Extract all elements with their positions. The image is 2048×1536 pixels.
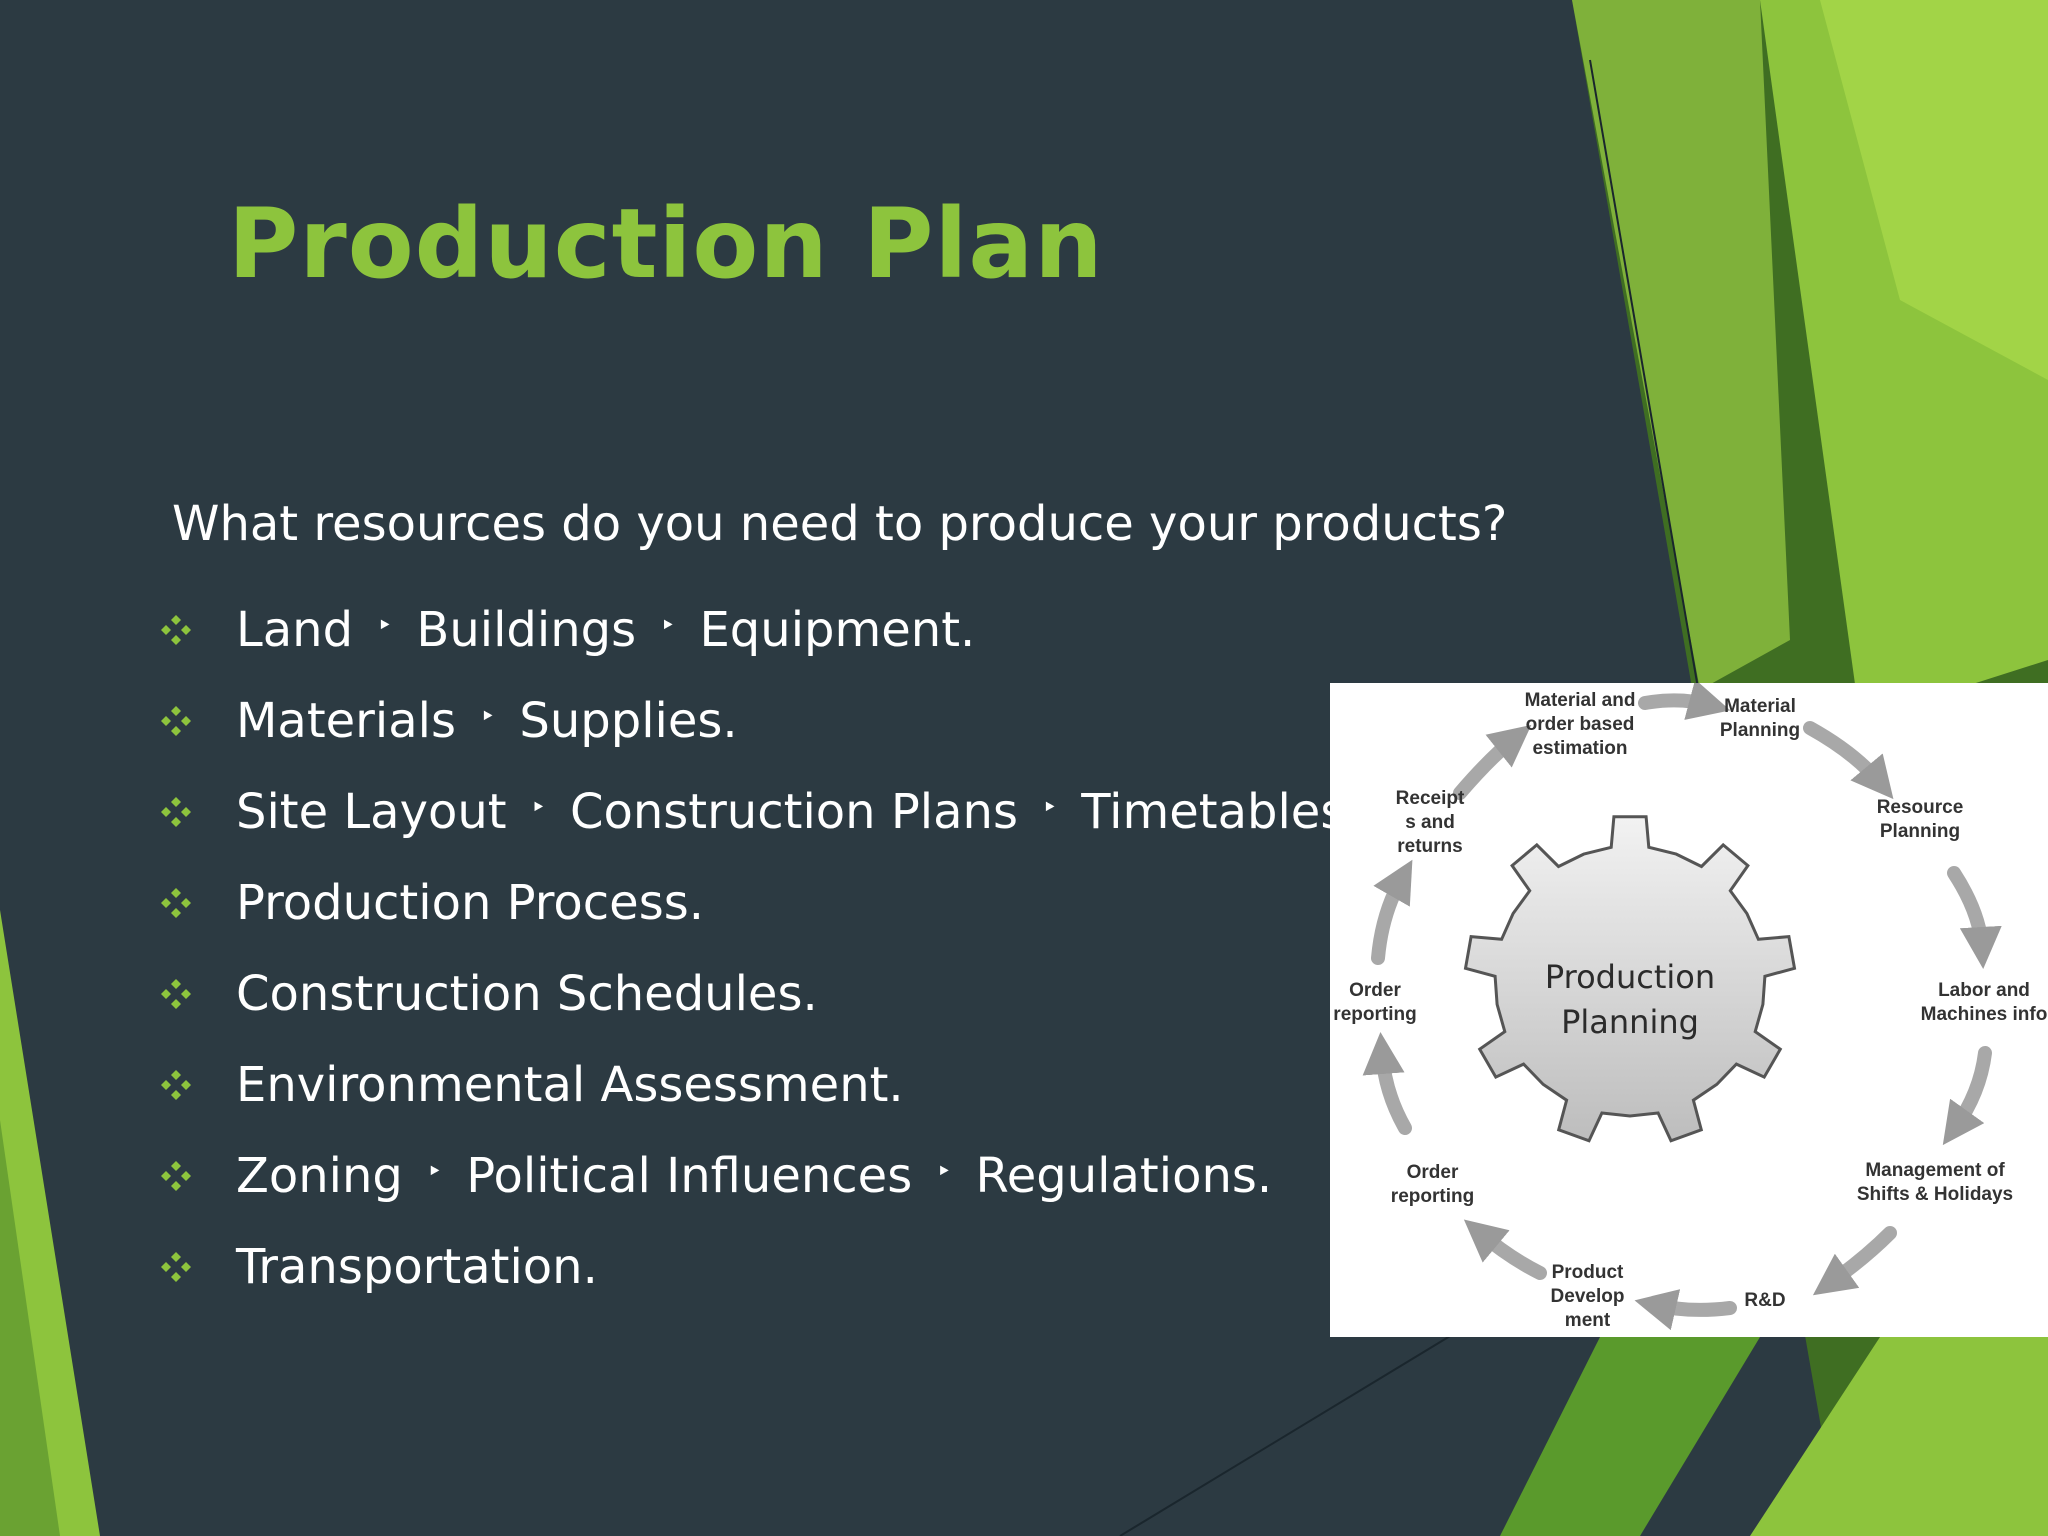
bullet-separator: ‣ xyxy=(480,701,496,732)
bullet-text: Political Influences xyxy=(466,1147,913,1204)
gear-icon xyxy=(1463,815,1797,1143)
production-planning-diagram: Production Planning Material and order b… xyxy=(1330,683,2048,1337)
arrow-icon xyxy=(1463,1219,1547,1280)
four-diamond-bullet-icon xyxy=(161,796,191,827)
right-top-light-wedge xyxy=(1572,0,1790,690)
bullet-item: Environmental Assessment. xyxy=(160,1039,1361,1130)
bullet-item: Production Process. xyxy=(160,857,1361,948)
right-highlight-shape xyxy=(1820,0,2048,380)
thin-dark-line-bottom xyxy=(1119,1329,1461,1536)
bullet-text: Supplies. xyxy=(519,692,738,749)
four-diamond-bullet-icon xyxy=(161,705,191,736)
bullet-text: Construction Schedules. xyxy=(236,965,818,1022)
bullet-text: Regulations. xyxy=(975,1147,1273,1204)
step-receipts-returns: Receipt s and returns xyxy=(1395,788,1465,857)
bullet-text: Zoning xyxy=(236,1147,403,1204)
four-diamond-bullet-icon xyxy=(161,1251,191,1282)
step-order-reporting-lower: Order reporting xyxy=(1390,1162,1475,1207)
arrow-icon xyxy=(1803,721,1894,800)
bullet-list: Land ‣ Buildings ‣ Equipment. Materials ‣ Suppl… xyxy=(160,584,1361,1312)
question-text: What resources do you need to produce yo… xyxy=(172,496,1508,552)
bullet-text: Land xyxy=(236,601,354,658)
bullet-separator: ‣ xyxy=(426,1156,443,1187)
bullet-text: Timetables. xyxy=(1081,783,1361,840)
arrow-icon xyxy=(1362,1032,1412,1135)
arrow-icon xyxy=(1942,1046,1992,1146)
right-bottom-green-shape xyxy=(1750,1337,2048,1536)
bullet-text: Transportation. xyxy=(236,1238,598,1295)
step-material-planning: Material Planning xyxy=(1719,696,1801,741)
arrow-icon xyxy=(1634,1289,1737,1331)
arrow-icon xyxy=(1638,683,1731,720)
bullet-separator: ‣ xyxy=(530,792,546,823)
bullet-text: Buildings xyxy=(416,601,637,658)
four-diamond-bullet-icon xyxy=(161,614,191,645)
bullet-text: Construction Plans xyxy=(569,783,1018,840)
four-diamond-bullet-icon xyxy=(161,978,191,1009)
step-material-estimation: Material and order based estimation xyxy=(1524,690,1636,759)
step-shift-management: Management of Shifts & Holidays xyxy=(1856,1160,2014,1205)
bullet-text: Environmental Assessment. xyxy=(236,1056,904,1113)
arrow-icon xyxy=(1812,1226,1897,1296)
bullet-item: Site Layout ‣ Construction Plans ‣ Timetable… xyxy=(160,766,1361,857)
bullet-text: Site Layout xyxy=(236,783,507,840)
cycle-graphic xyxy=(1362,683,2002,1331)
bullet-separator: ‣ xyxy=(377,610,393,641)
four-diamond-bullet-icon xyxy=(161,1069,191,1100)
arrow-icon xyxy=(1371,859,1413,965)
bullet-text: Production Process. xyxy=(236,874,704,931)
bullet-item: Land ‣ Buildings ‣ Equipment. xyxy=(160,584,1361,675)
bullet-text: Materials xyxy=(236,692,457,749)
step-order-reporting-upper: Order reporting xyxy=(1333,980,1417,1025)
four-diamond-bullet-icon xyxy=(161,1160,191,1191)
bullet-separator: ‣ xyxy=(936,1156,952,1187)
step-resource-planning: Resource Planning xyxy=(1876,797,1964,842)
thin-dark-line xyxy=(1589,59,1701,701)
step-product-development: Product Develop ment xyxy=(1550,1262,1625,1331)
bullet-item: Construction Schedules. xyxy=(160,948,1361,1039)
bullet-item: Zoning ‣ Political Influences ‣ Regulations. xyxy=(160,1130,1361,1221)
bullet-separator: ‣ xyxy=(1041,792,1058,823)
bullet-text: Equipment. xyxy=(699,601,976,658)
center-label: Production Planning xyxy=(1544,958,1716,1041)
left-dark-green-shape xyxy=(0,1120,60,1536)
bullet-item: Transportation. xyxy=(160,1221,1361,1312)
arrow-icon xyxy=(1947,866,2002,969)
cycle-arrows xyxy=(1362,683,2002,1331)
bullet-separator: ‣ xyxy=(660,610,676,641)
four-diamond-bullet-icon xyxy=(161,887,191,918)
slide-title: Production Plan xyxy=(228,188,1104,300)
arrow-icon xyxy=(1453,724,1532,800)
bottom-mid-green-shape xyxy=(1500,1337,1760,1536)
step-labor-machines: Labor and Machines info xyxy=(1920,980,2048,1025)
step-rnd: R&D xyxy=(1744,1290,1786,1311)
bullet-item: Materials ‣ Supplies. xyxy=(160,675,1361,766)
